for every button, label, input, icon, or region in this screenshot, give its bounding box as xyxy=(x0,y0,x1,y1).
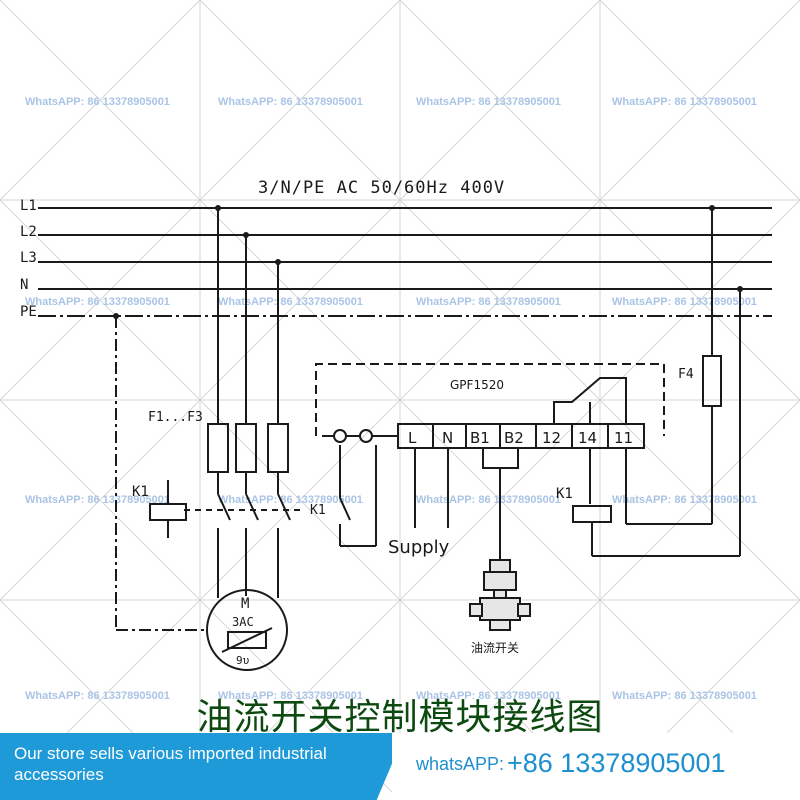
terminal-12: 12 xyxy=(542,429,561,447)
fuse-f3 xyxy=(267,423,289,473)
store-banner: Our store sells various imported industr… xyxy=(0,733,405,800)
connector-2 xyxy=(359,429,373,443)
watermark-text: WhatsAPP: 86 13378905001 xyxy=(218,690,363,702)
watermark-text: WhatsAPP: 86 13378905001 xyxy=(612,296,757,308)
watermark-text: WhatsAPP: 86 13378905001 xyxy=(416,296,561,308)
watermark-text: WhatsAPP: 86 13378905001 xyxy=(612,96,757,108)
diagram-caption: 油流开关控制模块接线图 xyxy=(196,697,604,738)
supply-spec-label: 3/N/PE AC 50/60Hz 400V xyxy=(258,178,505,198)
whatsapp-number[interactable]: +86 13378905001 xyxy=(507,748,726,778)
watermark-text: WhatsAPP: 86 13378905001 xyxy=(612,494,757,506)
motor-type-label: 3AC xyxy=(232,615,254,629)
terminal-n: N xyxy=(442,429,453,447)
aux-contact-label: K1 xyxy=(310,503,326,518)
whatsapp-banner: whatsAPP: +86 13378905001 xyxy=(392,733,800,800)
contactor-k1-right-label: K1 xyxy=(556,486,573,502)
terminal-l: L xyxy=(408,429,417,447)
sensor-label: 油流开关 xyxy=(471,641,519,655)
bus-label-l3: L3 xyxy=(20,250,37,266)
motor xyxy=(206,589,288,671)
module-name: GPF1520 xyxy=(450,378,504,392)
fuse-f2 xyxy=(235,423,257,473)
fuse-f4 xyxy=(702,355,722,407)
bus-label-pe: PE xyxy=(20,304,37,320)
watermark-text: WhatsAPP: 86 13378905001 xyxy=(416,96,561,108)
watermark-text: WhatsAPP: 86 13378905001 xyxy=(25,296,170,308)
terminal-b2: B2 xyxy=(504,429,524,447)
watermark-text: WhatsAPP: 86 13378905001 xyxy=(218,494,363,506)
bus-label-n: N xyxy=(20,277,28,293)
bus-label-l2: L2 xyxy=(20,224,37,240)
whatsapp-label: whatsAPP: xyxy=(416,754,505,774)
thermal-label: 9υ xyxy=(236,654,250,667)
terminal-b1: B1 xyxy=(470,429,490,447)
terminal-14: 14 xyxy=(578,429,597,447)
watermark-text: WhatsAPP: 86 13378905001 xyxy=(25,494,170,506)
thermal-sensor xyxy=(227,631,267,649)
watermark-text: WhatsAPP: 86 13378905001 xyxy=(612,690,757,702)
watermark-text: WhatsAPP: 86 13378905001 xyxy=(416,690,561,702)
supply-label: Supply xyxy=(388,537,450,558)
connector-1 xyxy=(333,429,347,443)
watermark-text: WhatsAPP: 86 13378905001 xyxy=(25,690,170,702)
contactor-coil-k1 xyxy=(149,503,187,521)
bus-label-l1: L1 xyxy=(20,198,37,214)
oil-flow-switch xyxy=(469,559,531,631)
watermark-text: WhatsAPP: 86 13378905001 xyxy=(416,494,561,506)
fuse4-label: F4 xyxy=(678,367,694,382)
terminal-11: 11 xyxy=(614,429,633,447)
watermark-text: WhatsAPP: 86 13378905001 xyxy=(25,96,170,108)
contactor-coil-k1-right xyxy=(572,505,612,523)
contactor-k1-label: K1 xyxy=(132,484,149,500)
fuse-f1 xyxy=(207,423,229,473)
terminal-block xyxy=(397,423,645,449)
watermark-text: WhatsAPP: 86 13378905001 xyxy=(218,96,363,108)
store-text: Our store sells various imported industr… xyxy=(14,744,327,784)
watermark-text: WhatsAPP: 86 13378905001 xyxy=(218,296,363,308)
fuse-label: F1...F3 xyxy=(148,410,203,425)
motor-label: M xyxy=(241,596,249,612)
module-enclosure xyxy=(315,363,665,436)
